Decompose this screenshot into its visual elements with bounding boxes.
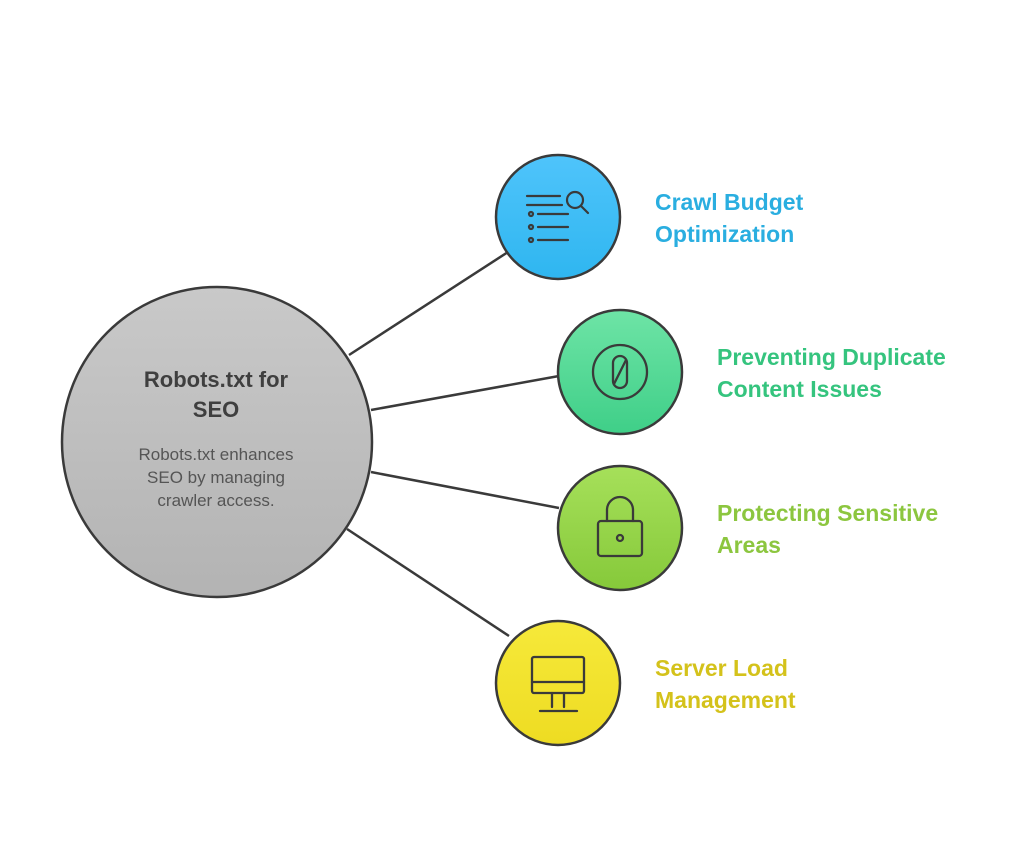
list-search-icon (525, 190, 590, 244)
monitor-icon (530, 655, 586, 713)
hub-title: Robots.txt for SEO (143, 367, 289, 422)
node-circle (556, 464, 684, 592)
hub-text: Robots.txt for SEO Robots.txt enhances S… (90, 365, 342, 512)
node-circle (494, 153, 622, 281)
no-duplicate-icon (591, 343, 649, 401)
node-label-crawl-budget: Crawl Budget Optimization (655, 189, 804, 247)
node-label-sensitive-areas: Protecting Sensitive Areas (717, 500, 939, 558)
node-duplicate-content (556, 308, 684, 436)
padlock-icon (596, 495, 644, 558)
connectors (346, 250, 560, 638)
node-crawl-budget (494, 153, 622, 281)
node-server-load (494, 619, 622, 747)
connector-crawl-budget (348, 250, 509, 357)
connector-duplicate-content (370, 374, 560, 412)
connector-sensitive-areas (370, 470, 560, 510)
node-sensitive-areas (556, 464, 684, 592)
hub-circle (60, 285, 374, 599)
node-label-server-load: Server Load Management (655, 655, 796, 713)
hub-description: Robots.txt enhances SEO by managing craw… (138, 445, 294, 510)
connector-server-load (346, 527, 510, 638)
node-label-duplicate-content: Preventing Duplicate Content Issues (717, 344, 946, 402)
